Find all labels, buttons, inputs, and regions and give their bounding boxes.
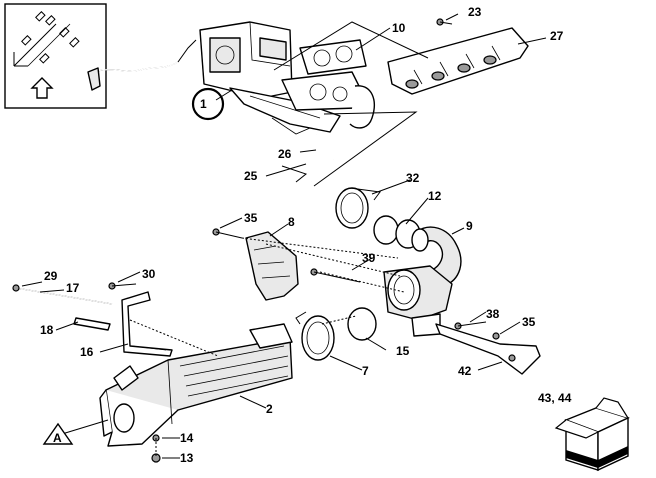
exhaust-manifold-27 bbox=[387, 27, 529, 95]
callout-26: 26 bbox=[278, 147, 292, 161]
callout-15: 15 bbox=[396, 344, 410, 358]
bolt-35-upper bbox=[212, 228, 243, 239]
sleeve-18 bbox=[73, 317, 111, 331]
studs-26 bbox=[310, 127, 340, 183]
callout-35-upper: 35 bbox=[244, 211, 258, 225]
bolt-29 bbox=[12, 284, 20, 292]
callout-30: 30 bbox=[142, 267, 156, 281]
callout-23: 23 bbox=[468, 5, 482, 19]
bracket-42 bbox=[435, 323, 541, 375]
callout-2: 2 bbox=[266, 402, 273, 416]
bolt-38 bbox=[454, 321, 487, 330]
callout-10: 10 bbox=[392, 21, 406, 35]
bolt-30 bbox=[108, 282, 137, 290]
turbo-outlet-housing bbox=[383, 265, 453, 337]
callout-17: 17 bbox=[66, 281, 80, 295]
callout-35-right: 35 bbox=[522, 315, 536, 329]
reference-marker-label: A bbox=[53, 431, 62, 445]
callout-12: 12 bbox=[428, 189, 442, 203]
callout-1: 1 bbox=[200, 97, 207, 111]
callout-27: 27 bbox=[550, 29, 564, 43]
leader-lines bbox=[21, 13, 547, 459]
callout-32: 32 bbox=[406, 171, 420, 185]
bolt-23 bbox=[436, 18, 453, 26]
bolt-35-right bbox=[492, 332, 500, 340]
bolt-39 bbox=[310, 268, 361, 283]
callout-16: 16 bbox=[80, 345, 94, 359]
callout-7: 7 bbox=[362, 364, 369, 378]
egr-cooler-2 bbox=[99, 323, 293, 447]
callout-18: 18 bbox=[40, 323, 54, 337]
clamp-7 bbox=[295, 311, 335, 361]
bracket-16 bbox=[121, 291, 173, 357]
callout-29: 29 bbox=[44, 269, 58, 283]
callout-43-44: 43, 44 bbox=[538, 391, 572, 405]
gasket-15 bbox=[347, 307, 377, 341]
callout-39: 39 bbox=[362, 251, 376, 265]
gasket-10 bbox=[299, 39, 367, 75]
callout-14: 14 bbox=[180, 431, 194, 445]
egr-pipe-9 bbox=[411, 226, 462, 287]
egr-valve-assembly bbox=[87, 21, 375, 135]
parts-box-icon bbox=[554, 397, 630, 472]
reference-triangle bbox=[42, 422, 74, 445]
callout-8: 8 bbox=[288, 215, 295, 229]
rod-17 bbox=[15, 287, 113, 305]
callout-1-circle bbox=[191, 87, 225, 121]
front-arrow-orientation-icon bbox=[4, 3, 107, 109]
callout-9: 9 bbox=[466, 219, 473, 233]
callout-25: 25 bbox=[244, 169, 258, 183]
clamp-32 bbox=[335, 187, 381, 229]
callout-13: 13 bbox=[180, 451, 194, 465]
callout-42: 42 bbox=[458, 364, 472, 378]
callout-38: 38 bbox=[486, 307, 500, 321]
heat-shield-8 bbox=[245, 231, 299, 301]
